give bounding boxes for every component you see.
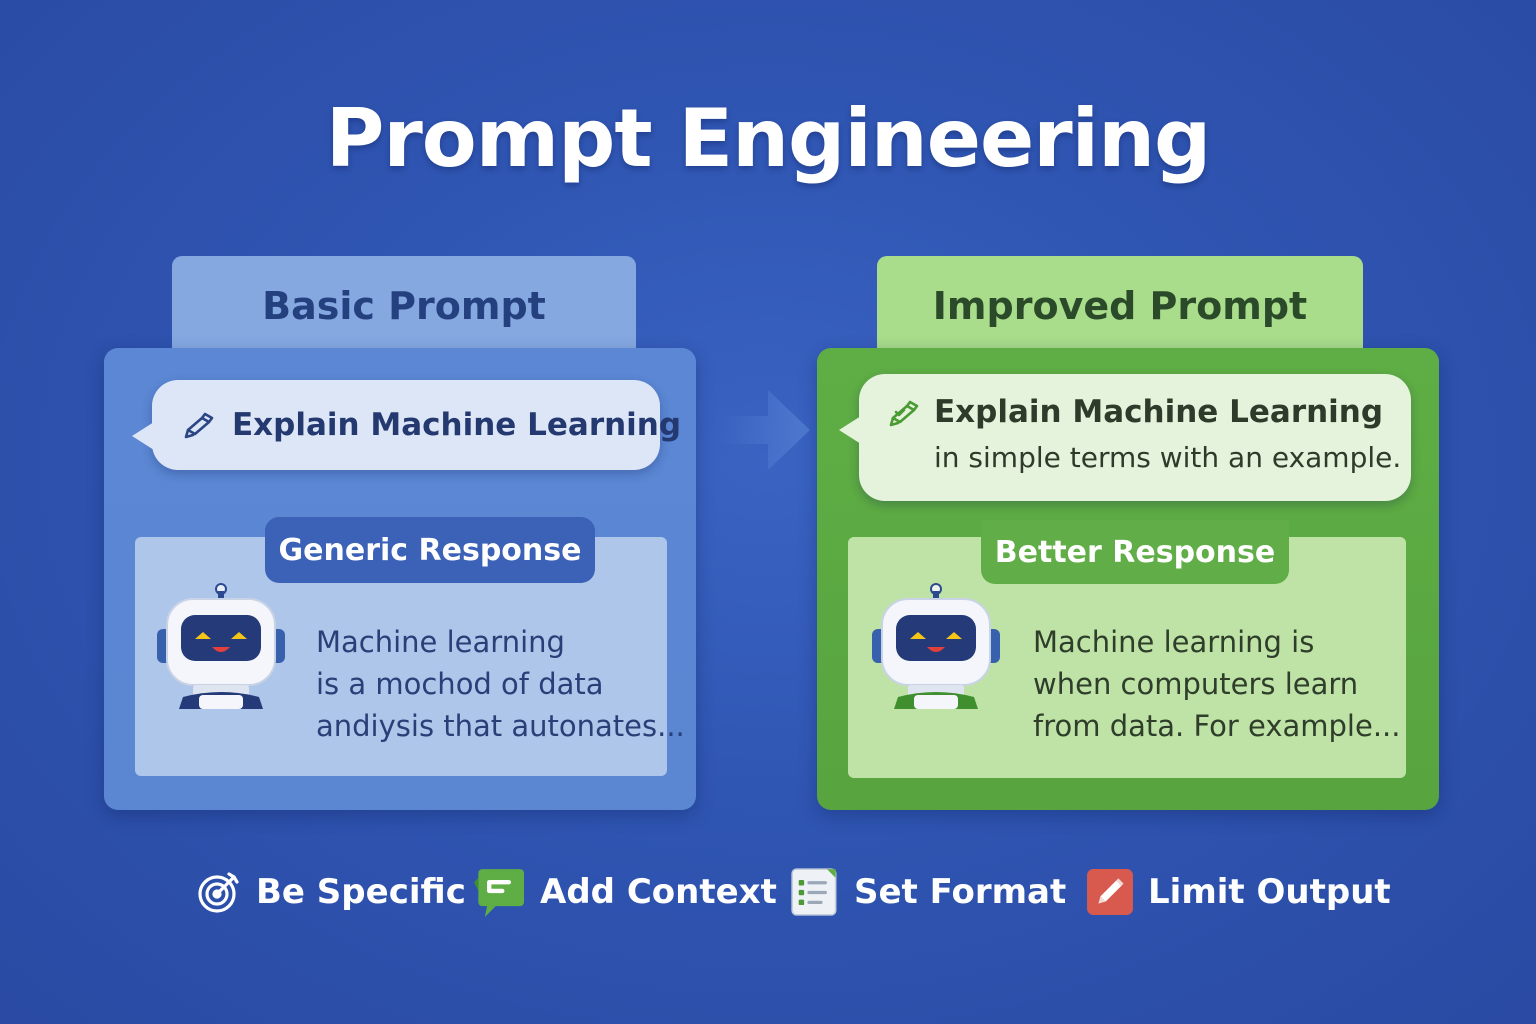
- tip-limit-output: Limit Output: [1086, 866, 1391, 918]
- pencil-icon: [1087, 869, 1133, 915]
- tip-label: Add Context: [540, 872, 777, 912]
- basic-prompt-tab: Basic Prompt: [172, 256, 636, 356]
- response-line: when computers learn: [1033, 667, 1359, 701]
- list-document-icon: [791, 868, 837, 916]
- improved-prompt-tab: Improved Prompt: [877, 256, 1363, 356]
- improved-prompt-bubble: Explain Machine Learning in simple terms…: [839, 374, 1411, 501]
- target-icon: [198, 872, 239, 913]
- tip-add-context: Add Context: [472, 866, 777, 918]
- tip-label: Be Specific: [256, 872, 466, 912]
- page-title: Prompt Engineering: [325, 92, 1212, 185]
- better-response-text: Machine learning is when computers learn…: [1033, 621, 1400, 747]
- chat-bubble-icon: [474, 869, 524, 917]
- tip-be-specific: Be Specific: [196, 866, 466, 918]
- robot-icon: [157, 583, 285, 709]
- robot-icon: [872, 583, 1000, 709]
- response-line: Machine learning is: [1033, 625, 1315, 659]
- basic-prompt-bubble: Explain Machine Learning: [132, 380, 681, 470]
- response-line: is a mochod of data: [316, 667, 604, 701]
- improved-prompt-subtext: in simple terms with an example.: [934, 441, 1402, 474]
- tip-label: Limit Output: [1148, 872, 1391, 912]
- tip-set-format: Set Format: [790, 866, 1066, 918]
- improved-prompt-text: Explain Machine Learning: [934, 394, 1384, 430]
- pencil-icon: [184, 412, 214, 439]
- response-line: Machine learning: [316, 625, 565, 659]
- pencil-check-icon: [889, 400, 919, 427]
- tip-label: Set Format: [854, 872, 1067, 912]
- basic-prompt-text: Explain Machine Learning: [232, 407, 682, 443]
- generic-response-text: Machine learning is a mochod of data and…: [316, 621, 685, 747]
- arrow-right-icon: [718, 390, 810, 470]
- generic-response-label: Generic Response: [265, 517, 595, 583]
- better-response-label: Better Response: [981, 520, 1289, 584]
- response-line: andiysis that autonates...: [316, 709, 685, 743]
- response-line: from data. For example...: [1033, 709, 1401, 743]
